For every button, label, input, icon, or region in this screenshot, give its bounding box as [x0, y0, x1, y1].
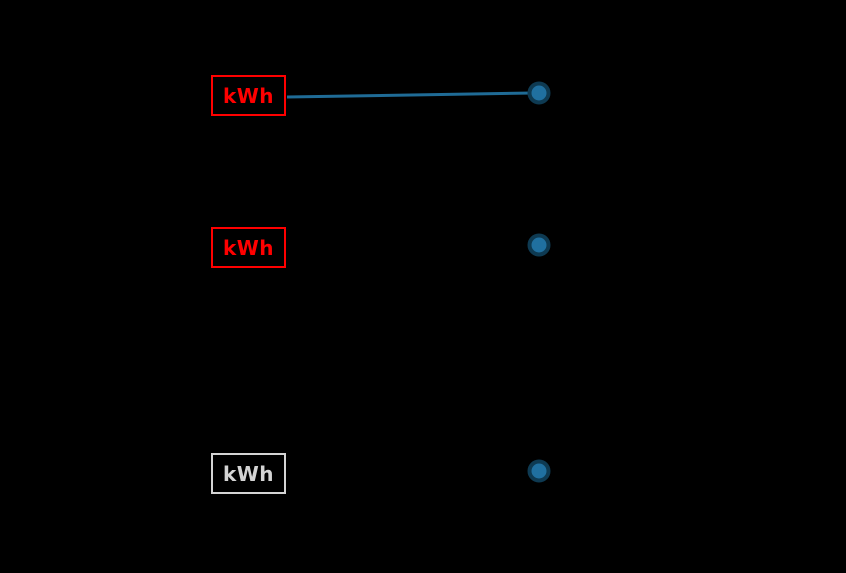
connection-port-middle[interactable] [527, 233, 551, 257]
connection-port-top[interactable] [527, 81, 551, 105]
node-kwh-middle[interactable]: kWh [211, 227, 286, 268]
node-kwh-top-label: kWh [222, 83, 275, 108]
node-kwh-middle-label: kWh [222, 235, 275, 260]
node-kwh-bottom[interactable]: kWh [211, 453, 286, 494]
node-kwh-bottom-label: kWh [222, 461, 275, 486]
connection-port-bottom[interactable] [527, 459, 551, 483]
wire-node1-to-port1[interactable] [286, 91, 534, 99]
node-kwh-top[interactable]: kWh [211, 75, 286, 116]
